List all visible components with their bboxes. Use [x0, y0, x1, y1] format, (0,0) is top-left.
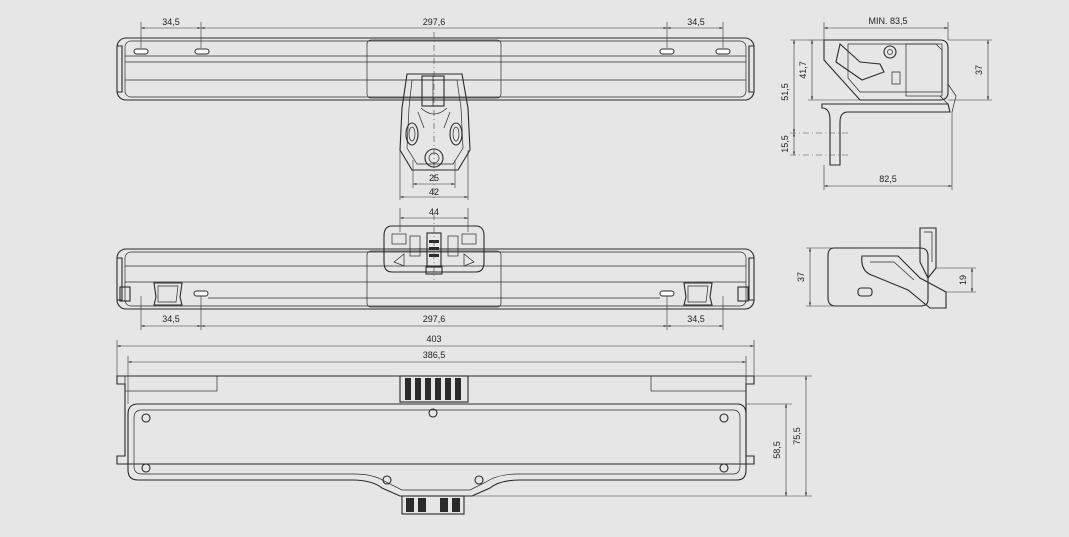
dim-mid-right: 34,5	[687, 314, 705, 324]
dim-end-offset: 19	[958, 275, 968, 285]
dim-top-center: 297,6	[423, 17, 446, 27]
dim-bottom-height-a: 58,5	[772, 441, 782, 459]
dim-body-length: 386,5	[423, 350, 446, 360]
middle-view: 44 34,5 297,6 34,5	[116, 207, 755, 330]
dim-bottom-height-b: 75,5	[792, 427, 802, 445]
dim-mid-center: 297,6	[423, 314, 446, 324]
dim-side-height-a: 41,7	[798, 61, 808, 79]
dim-side-height-b: 51,5	[780, 83, 790, 101]
dim-mid-bracket: 44	[429, 207, 439, 217]
bottom-view: 403 386,5 58,5 75,5	[116, 334, 812, 515]
dim-overall-length: 403	[426, 334, 441, 344]
dim-side-depth: 37	[974, 65, 984, 75]
side-view: MIN. 83,5 41,7 51,5 15,5 37 82,5	[780, 16, 992, 190]
dim-mid-left: 34,5	[162, 314, 180, 324]
dim-bracket-outer: 42	[429, 187, 439, 197]
dim-top-right: 34,5	[687, 17, 705, 27]
dim-bracket-inner: 25	[429, 173, 439, 183]
top-view: 34,5 297,6 34,5 25 42	[116, 17, 755, 200]
end-view: 37 19	[796, 227, 976, 309]
dim-top-left: 34,5	[162, 17, 180, 27]
dim-side-height-c: 15,5	[780, 135, 790, 153]
dim-end-height: 37	[796, 272, 806, 282]
dim-side-width: MIN. 83,5	[868, 16, 907, 26]
dim-side-base: 82,5	[879, 174, 897, 184]
